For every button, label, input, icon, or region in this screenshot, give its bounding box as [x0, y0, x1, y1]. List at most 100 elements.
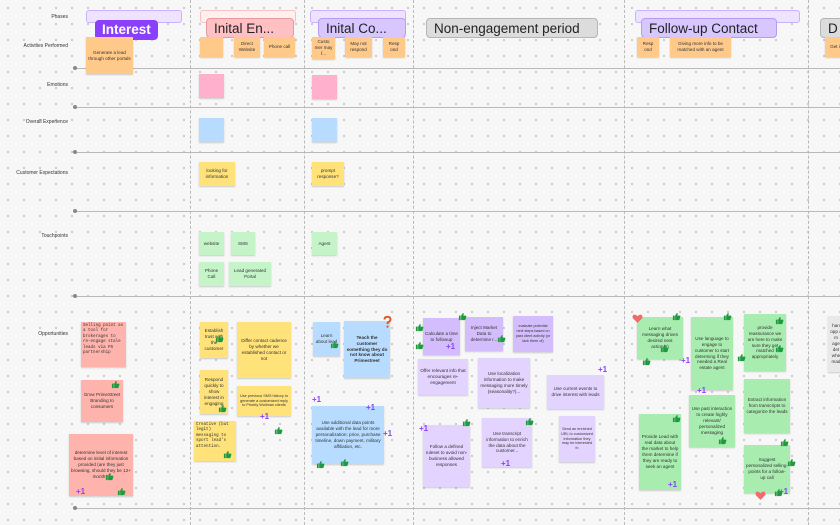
- thumbs-up-icon: [218, 404, 227, 413]
- row-label-opportunities: Opportunities: [38, 331, 68, 337]
- row-divider: [73, 209, 840, 213]
- opportunity-note[interactable]: Extract information from transcripts to …: [744, 379, 790, 433]
- opportunity-note[interactable]: Teach the customer something they do not…: [344, 321, 390, 378]
- activity-note[interactable]: Direct Website: [234, 37, 260, 57]
- opportunity-note[interactable]: Differ contact cadence by whether we est…: [237, 322, 291, 378]
- row-label-touchpoints: Touchpoints: [41, 233, 68, 239]
- row-label-overall-experience: Overall Experience: [25, 119, 68, 125]
- opportunity-note[interactable]: Follow a defined ruleset to avoid non-bu…: [423, 425, 470, 487]
- thumbs-up-icon: [117, 487, 126, 496]
- thumbs-up-icon: [723, 312, 732, 321]
- plus-one-badge: +1: [779, 487, 789, 496]
- thumbs-up-icon: [775, 344, 784, 353]
- thumbs-up-icon: [340, 458, 349, 467]
- plus-one-badge: +1: [383, 429, 393, 438]
- opportunity-note[interactable]: Use localization information to make mes…: [478, 358, 530, 408]
- touchpoint-note[interactable]: SMS: [231, 232, 255, 255]
- plus-one-badge: +1: [76, 487, 86, 496]
- plus-one-badge: +1: [446, 342, 456, 351]
- opportunity-note[interactable]: Send an enriched URL to customized infor…: [559, 416, 595, 462]
- emotion-note[interactable]: [312, 75, 337, 99]
- row-divider: [73, 506, 840, 510]
- touchpoint-note[interactable]: Phone Call: [199, 262, 224, 286]
- plus-one-badge: +1: [681, 356, 691, 365]
- thumbs-up-icon: [672, 312, 681, 321]
- opportunity-note[interactable]: Selling point as a tool for brokerages t…: [81, 322, 126, 367]
- row-label-phases: Phases: [51, 14, 68, 20]
- thumbs-up-icon: [330, 340, 339, 349]
- activity-note[interactable]: Resp ond: [383, 37, 405, 57]
- opportunity-note[interactable]: Learn what messaging drives desired next…: [637, 317, 683, 359]
- thumbs-up-icon: [111, 380, 120, 389]
- phase-non-engagement[interactable]: Non-engagement period: [426, 18, 598, 38]
- thumbs-up-icon: [787, 458, 796, 467]
- row-label-emotions: Emotions: [47, 82, 68, 88]
- thumbs-up-icon: [415, 323, 424, 332]
- touchpoint-note[interactable]: website: [199, 232, 224, 255]
- opportunity-note[interactable]: Use current events to drive interest wit…: [547, 375, 604, 409]
- thumbs-up-icon: [415, 341, 424, 350]
- experience-note[interactable]: [199, 118, 224, 142]
- row-divider: [73, 66, 840, 70]
- activity-note[interactable]: Resp ond: [637, 37, 659, 57]
- thumbs-up-icon: [105, 472, 114, 481]
- emotion-note[interactable]: [199, 74, 224, 98]
- column-divider: [413, 0, 414, 525]
- heart-icon: [632, 314, 643, 323]
- thumbs-up-icon: [525, 417, 534, 426]
- opportunity-note[interactable]: Suggest personalized selling-points for …: [744, 445, 790, 493]
- opportunity-note[interactable]: Use past interaction to create highly re…: [689, 395, 735, 447]
- activity-note[interactable]: Giving more info to be matched with an a…: [670, 37, 731, 57]
- opportunity-note[interactable]: Creative (but legit) messaging to sport …: [194, 421, 236, 461]
- column-divider: [808, 0, 809, 525]
- thumbs-up-icon: [223, 450, 232, 459]
- plus-one-badge: +1: [366, 403, 376, 412]
- activity-note[interactable]: May not respond: [345, 37, 372, 57]
- column-divider: [190, 0, 191, 525]
- thumbs-up-icon: [672, 414, 681, 423]
- thumbs-up-icon: [274, 426, 283, 435]
- phase-follow-up-contact[interactable]: Follow-up Contact: [641, 18, 777, 38]
- phase-interest[interactable]: Interest: [95, 20, 158, 40]
- question-mark-icon: [383, 316, 392, 328]
- opportunity-note[interactable]: Use additional data points available wit…: [312, 406, 384, 464]
- plus-one-badge: +1: [668, 480, 678, 489]
- opportunity-note[interactable]: Provide Lead with real data about the ma…: [639, 414, 681, 490]
- phase-next[interactable]: D: [820, 18, 840, 38]
- touchpoint-note[interactable]: Lead generated Portal: [229, 262, 271, 286]
- activity-note[interactable]: Get i: [825, 37, 840, 57]
- opportunity-note[interactable]: evaluate potential next steps based on p…: [513, 316, 553, 352]
- thumbs-up-icon: [774, 488, 783, 497]
- phase-initial-engagement[interactable]: Inital En...: [206, 18, 294, 38]
- opportunity-note[interactable]: determine level of interest based on ini…: [69, 434, 133, 496]
- activity-note[interactable]: Custo mer may f...: [312, 37, 335, 59]
- opportunity-note[interactable]: Use transcript information to enrich the…: [482, 418, 532, 467]
- activity-note[interactable]: Phone call: [264, 37, 295, 57]
- thumbs-up-icon: [316, 460, 325, 469]
- plus-one-badge: +1: [419, 424, 429, 433]
- row-divider: [73, 105, 840, 109]
- opportunity-note[interactable]: Establish trust with the customer: [200, 322, 228, 358]
- opportunity-note[interactable]: han opp a m age det whe mad: [828, 316, 840, 372]
- opportunity-note[interactable]: Calculate a time to followup: [423, 318, 460, 355]
- thumbs-up-icon: [718, 436, 727, 445]
- activity-note[interactable]: [200, 37, 223, 57]
- opportunity-note[interactable]: Use language to engage to customer to st…: [691, 317, 733, 390]
- activity-note[interactable]: Generate a lead through other portals: [86, 37, 133, 74]
- phase-initial-contact[interactable]: Inital Co...: [318, 18, 406, 38]
- touchpoint-note[interactable]: Agent: [312, 232, 337, 255]
- row-divider: [73, 150, 840, 154]
- plus-one-badge: +1: [598, 365, 608, 374]
- row-divider: [73, 294, 840, 298]
- thumbs-up-icon: [775, 316, 784, 325]
- thumbs-up-icon: [737, 353, 746, 362]
- opportunity-note[interactable]: Use previous SMS history to generate a c…: [237, 386, 291, 416]
- expectation-note[interactable]: prompt response?: [312, 162, 344, 186]
- expectation-note[interactable]: looking for information: [199, 162, 235, 186]
- experience-note[interactable]: [312, 118, 337, 142]
- opportunity-note[interactable]: Inject Market Data to determine r...: [465, 317, 503, 351]
- thumbs-up-icon: [660, 344, 669, 353]
- opportunity-note[interactable]: Learn about lead: [313, 322, 340, 356]
- opportunity-note[interactable]: Offer relevant info that encourages re-e…: [418, 359, 468, 395]
